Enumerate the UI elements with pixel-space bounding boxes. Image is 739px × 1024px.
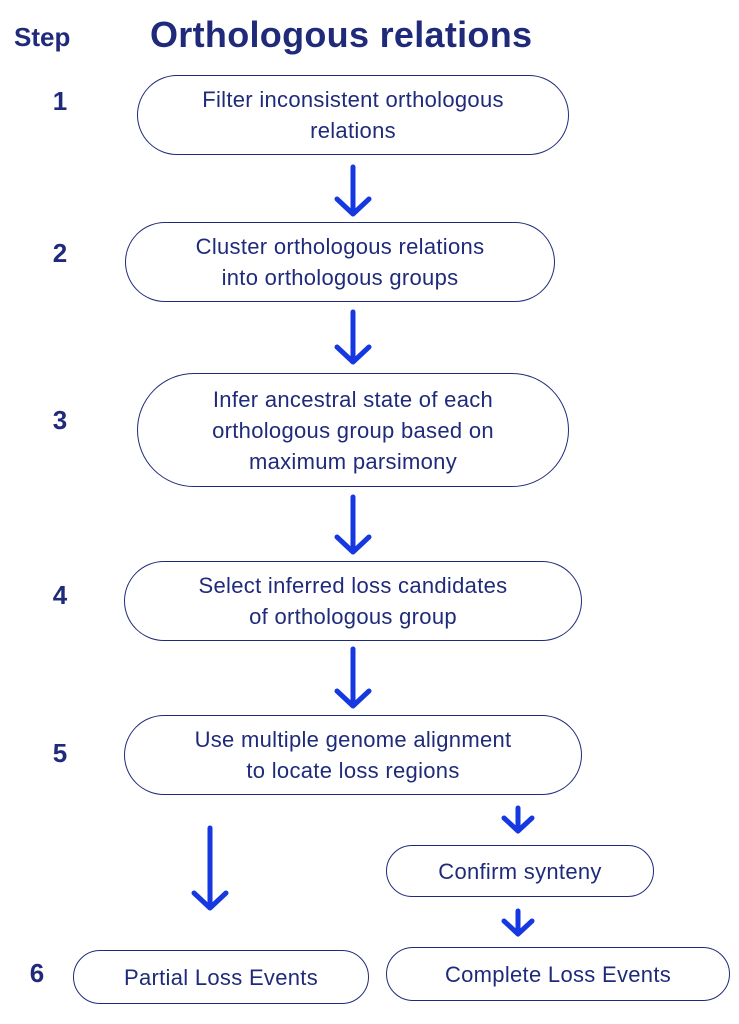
diagram-title: Orthologous relations (150, 14, 533, 55)
step-node-5: Use multiple genome alignment to locate … (124, 715, 582, 795)
partial-loss-node: Partial Loss Events (73, 950, 369, 1004)
step-node-1: Filter inconsistent orthologous relation… (137, 75, 569, 155)
step-text-5: Use multiple genome alignment to locate … (194, 727, 512, 783)
step-number-1: 1 (52, 86, 68, 116)
confirm-synteny-text: Confirm synteny (438, 858, 602, 884)
step-number-3: 3 (52, 405, 68, 435)
step-node-3: Infer ancestral state of each orthologou… (137, 373, 569, 487)
arrow-3-to-4 (334, 494, 372, 555)
step-text-3: Infer ancestral state of each orthologou… (212, 386, 494, 474)
step-text-2: Cluster orthologous relations into ortho… (195, 234, 485, 290)
arrow-5-to-partial (191, 825, 229, 911)
step-column-header: Step (14, 22, 71, 52)
arrow-synteny-to-complete (501, 908, 535, 937)
partial-loss-text: Partial Loss Events (123, 964, 318, 990)
arrow-2-to-3 (334, 309, 372, 365)
step-node-4: Select inferred loss candidates of ortho… (124, 561, 582, 641)
arrow-1-to-2 (334, 164, 372, 217)
arrow-4-to-5 (334, 646, 372, 709)
step-number-4: 4 (52, 580, 68, 610)
step-number-6: 6 (29, 958, 45, 988)
arrow-5-to-synteny (501, 805, 535, 834)
complete-loss-node: Complete Loss Events (386, 947, 730, 1001)
confirm-synteny-node: Confirm synteny (386, 845, 654, 897)
step-number-2: 2 (52, 238, 68, 268)
step-text-4: Select inferred loss candidates of ortho… (198, 573, 508, 629)
step-node-2: Cluster orthologous relations into ortho… (125, 222, 555, 302)
step-number-5: 5 (52, 738, 68, 768)
complete-loss-text: Complete Loss Events (444, 961, 672, 987)
step-text-1: Filter inconsistent orthologous relation… (202, 87, 504, 143)
